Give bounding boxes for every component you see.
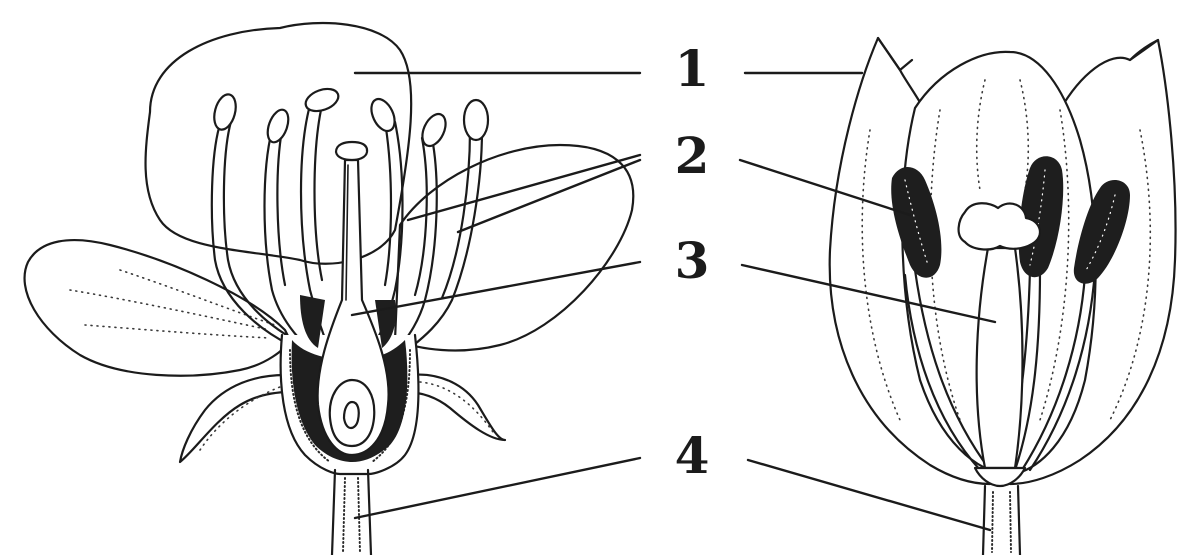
left-sepal-right — [405, 375, 505, 440]
label-1: 1 — [675, 39, 710, 98]
label-3: 3 — [675, 231, 710, 290]
left-stigma — [336, 142, 367, 160]
left-stalk — [332, 470, 371, 555]
label-4: 4 — [675, 426, 710, 485]
left-flower — [25, 23, 634, 555]
left-sepal-left — [180, 375, 290, 462]
label-2: 2 — [675, 126, 710, 185]
callout-labels: 1 2 3 4 — [675, 39, 710, 485]
left-ovule — [330, 380, 374, 446]
right-stalk — [983, 486, 1020, 555]
left-left-petal — [25, 240, 290, 376]
leader-4-left — [355, 458, 640, 518]
right-pistil — [977, 248, 1023, 468]
